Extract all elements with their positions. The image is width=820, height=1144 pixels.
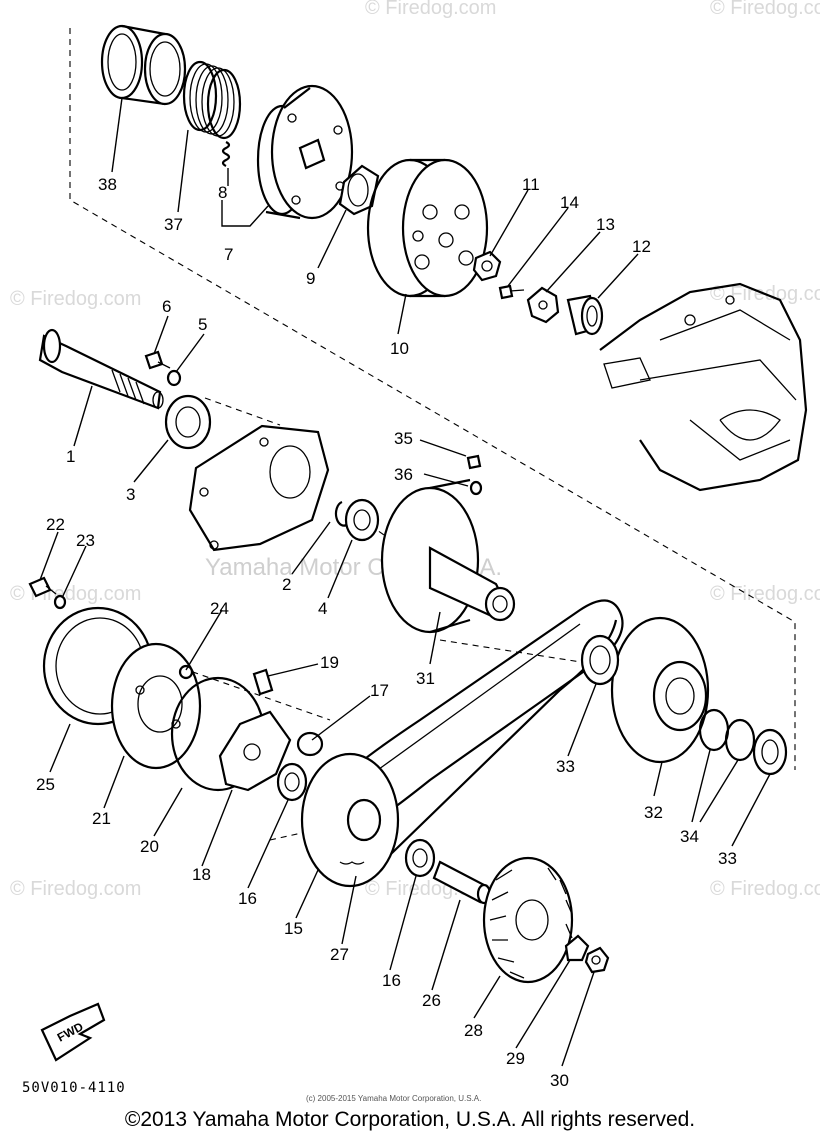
part-18-cam [218, 710, 292, 792]
label-25: 25 [36, 775, 55, 794]
part-24-slider [178, 664, 194, 680]
label-33-right: 33 [718, 849, 737, 868]
part-35-screw [466, 454, 482, 470]
label-17: 17 [370, 681, 389, 700]
label-33: 33 [556, 757, 575, 776]
label-6: 6 [162, 297, 171, 316]
label-16-right: 16 [382, 971, 401, 990]
label-30: 30 [550, 1071, 569, 1090]
part-19-clip [252, 668, 274, 696]
label-18: 18 [192, 865, 211, 884]
clutch-cover-plate [188, 424, 330, 552]
part-8-small-spring [221, 141, 231, 167]
part-31-secondary-sheave [380, 478, 516, 634]
part-34-o-ring [698, 708, 756, 762]
label-27: 27 [330, 945, 349, 964]
part-1-primary-shaft [38, 328, 164, 410]
part-30-nut [584, 946, 610, 974]
part-23-washer [53, 594, 67, 610]
part-33-collar-right [752, 728, 788, 776]
label-19: 19 [320, 653, 339, 672]
copyright-footer: ©2013 Yamaha Motor Corporation, U.S.A. A… [124, 1108, 696, 1131]
label-28: 28 [464, 1021, 483, 1040]
part-5-washer [166, 369, 182, 387]
part-21-cam-plate [110, 642, 202, 770]
engine-crankcase [599, 282, 808, 492]
part-10-clutch-housing [366, 158, 489, 298]
watermark: © Firedog.com [710, 583, 820, 605]
label-4: 4 [318, 599, 327, 618]
part-36-washer [469, 480, 483, 496]
label-31: 31 [416, 669, 435, 688]
label-13: 13 [596, 215, 615, 234]
label-37: 37 [164, 215, 183, 234]
label-32: 32 [644, 803, 663, 822]
part-29-washer [564, 934, 590, 962]
label-20: 20 [140, 837, 159, 856]
part-14-screw [498, 284, 525, 300]
part-13-plate [526, 286, 560, 324]
part-15-primary-sliding-sheave [300, 752, 400, 888]
part-3-bearing [164, 394, 212, 450]
part-37-spring [182, 60, 242, 140]
part-28-fixed-sheave-fan [482, 856, 574, 984]
part-2-circlip [334, 500, 349, 527]
label-23: 23 [76, 531, 95, 550]
label-11: 11 [522, 175, 540, 194]
part-11-nut [472, 250, 502, 282]
leader-lines [39, 97, 771, 1067]
part-9-nut [338, 164, 380, 216]
label-16: 16 [238, 889, 257, 908]
label-38: 38 [98, 175, 117, 194]
watermark-layer: © Firedog.com © Firedog.com © Firedog.co… [10, 0, 820, 900]
label-14: 14 [560, 193, 579, 212]
part-32-secondary-fixed-sheave [610, 616, 710, 764]
part-7-clutch-carrier [256, 84, 354, 220]
part-6-bolt [144, 350, 171, 370]
label-3: 3 [126, 485, 135, 504]
part-38-clutch-housing-ring [100, 24, 187, 106]
watermark: © Firedog.com [10, 583, 141, 605]
part-22-bolt [28, 576, 57, 598]
small-copyright: (c) 2005-2015 Yamaha Motor Corporation, … [306, 1094, 481, 1103]
label-35: 35 [394, 429, 413, 448]
part-12-bearing [566, 294, 604, 336]
watermark: © Firedog.com [710, 0, 820, 19]
part-16-bearing-right [404, 838, 436, 878]
watermark: © Firedog.com [365, 0, 496, 19]
label-5: 5 [198, 315, 207, 334]
part-33-collar [580, 634, 620, 686]
diagram-code: 50V010-4110 [22, 1080, 126, 1096]
label-34: 34 [680, 827, 699, 846]
label-1: 1 [66, 447, 75, 466]
watermark: © Firedog.com [710, 878, 820, 900]
label-29: 29 [506, 1049, 525, 1068]
part-4-oil-seal [344, 498, 380, 542]
label-21: 21 [92, 809, 111, 828]
part-16-bearing [276, 762, 308, 802]
part-number-labels: 38 37 8 7 9 10 11 14 13 12 6 5 1 3 35 36… [36, 175, 737, 1090]
label-26: 26 [422, 991, 441, 1010]
label-8: 8 [218, 183, 227, 202]
label-24: 24 [210, 599, 229, 618]
label-10: 10 [390, 339, 409, 358]
label-36: 36 [394, 465, 413, 484]
watermark: © Firedog.com [10, 878, 141, 900]
label-22: 22 [46, 515, 65, 534]
label-9: 9 [306, 269, 315, 288]
watermark: © Firedog.com [10, 288, 141, 310]
label-15: 15 [284, 919, 303, 938]
label-7: 7 [224, 245, 233, 264]
part-17-weight [296, 731, 324, 757]
label-12: 12 [632, 237, 651, 256]
forward-arrow: FWD [40, 1002, 106, 1062]
label-2: 2 [282, 575, 291, 594]
